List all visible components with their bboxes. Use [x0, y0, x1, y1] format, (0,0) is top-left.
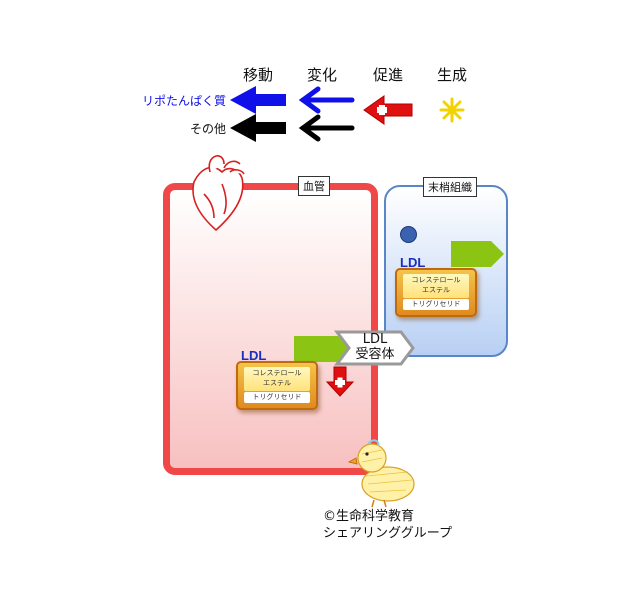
- nucleus: [400, 226, 417, 243]
- header-promote: 促進: [372, 66, 403, 84]
- legend-label-lipoprotein: リポたんぱく質: [141, 94, 226, 108]
- ldl-receptor-line1: LDL: [362, 332, 388, 347]
- promote-down-arrow-icon: [325, 366, 355, 397]
- change-arrow-icon: [298, 86, 355, 114]
- ldl-receptor-label: LDL 受容体: [345, 332, 405, 362]
- header-generate: 生成: [436, 66, 467, 84]
- ldl-label-tissue: LDL: [400, 255, 426, 270]
- promote-arrow-icon: [363, 95, 413, 125]
- credit: ©生命科学教育 シェアリンググループ: [323, 508, 452, 542]
- blood-vessel-label: 血管: [298, 176, 330, 196]
- header-change: 変化: [306, 66, 337, 84]
- ldl-particle-blood: コレステロール エステル トリグリセリド: [236, 361, 318, 410]
- cholesterol-ester-tissue: コレステロール エステル: [403, 274, 469, 298]
- move-arrow-black-icon: [230, 114, 286, 142]
- ldl-particle-tissue: コレステロール エステル トリグリセリド: [395, 268, 477, 317]
- heart-icon: [192, 155, 245, 231]
- credit-line1: ©生命科学教育: [323, 509, 415, 524]
- ldl-receptor-shape: [334, 330, 415, 366]
- chick-mascot-icon: [348, 439, 415, 508]
- blood-vessel-compartment: [163, 183, 378, 475]
- tissue-label: 末梢組織: [423, 177, 477, 197]
- transfer-arrow-tissue-icon: [451, 241, 504, 267]
- cholesterol-ester-blood: コレステロール エステル: [244, 367, 310, 391]
- change-arrow-black-icon: [298, 114, 355, 142]
- generate-star-icon: [439, 97, 465, 123]
- ldl-receptor-line2: 受容体: [355, 347, 395, 362]
- header-move: 移動: [242, 66, 273, 84]
- legend-arrows: [230, 86, 465, 142]
- credit-line2: シェアリンググループ: [323, 526, 452, 541]
- transfer-arrow-blood-icon: [294, 336, 351, 362]
- legend-label-other: その他: [189, 122, 226, 136]
- ldl-label-blood: LDL: [241, 348, 267, 363]
- triglyceride-blood: トリグリセリド: [244, 392, 310, 403]
- move-arrow-icon: [230, 86, 286, 114]
- triglyceride-tissue: トリグリセリド: [403, 299, 469, 310]
